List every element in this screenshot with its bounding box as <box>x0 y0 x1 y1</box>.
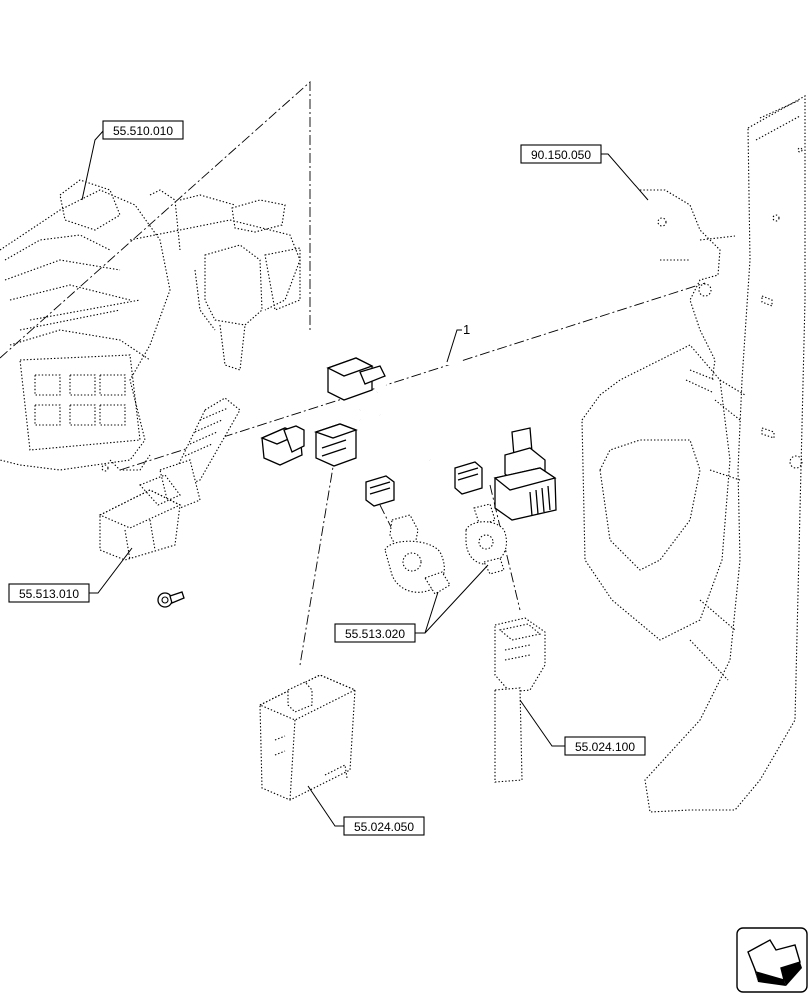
ref-label-55-510-010-text: 55.510.010 <box>113 124 173 138</box>
ref-label-55-513-010-text: 55.513.010 <box>19 587 79 601</box>
sensor-right <box>465 503 508 575</box>
cab-structure-background <box>581 95 806 813</box>
ecu-module <box>258 674 357 801</box>
ref-label-90-150-050: 90.150.050 <box>520 144 649 201</box>
ref-label-55-513-010: 55.513.010 <box>8 547 133 603</box>
arrow-icon[interactable] <box>736 927 808 993</box>
plug-connector-right <box>494 617 546 783</box>
fuse-panel-assembly <box>0 179 301 472</box>
item-callout-1-text: 1 <box>463 322 470 337</box>
main-wiring-harness <box>157 358 524 608</box>
ref-label-55-513-020-text: 55.513.020 <box>345 627 405 641</box>
ref-label-55-024-100-text: 55.024.100 <box>575 740 635 754</box>
sensor-left <box>384 514 451 595</box>
ref-label-55-510-010: 55.510.010 <box>81 120 184 201</box>
ref-label-55-024-050: 55.024.050 <box>307 785 425 836</box>
harness-connector-sensor-b <box>454 461 483 495</box>
joystick-switch <box>493 427 557 521</box>
harness-connector-center <box>313 423 358 467</box>
harness-connector-sensor-a <box>365 475 395 507</box>
item-callout-1: 1 <box>446 322 470 363</box>
harness-connector-top <box>326 357 386 401</box>
control-lever <box>98 397 241 561</box>
harness-connector-left <box>260 425 305 466</box>
ref-label-55-513-020: 55.513.020 <box>334 564 489 643</box>
ref-label-55-024-100: 55.024.100 <box>519 699 646 756</box>
ref-label-90-150-050-text: 90.150.050 <box>531 148 591 162</box>
ref-label-55-024-050-text: 55.024.050 <box>354 820 414 834</box>
